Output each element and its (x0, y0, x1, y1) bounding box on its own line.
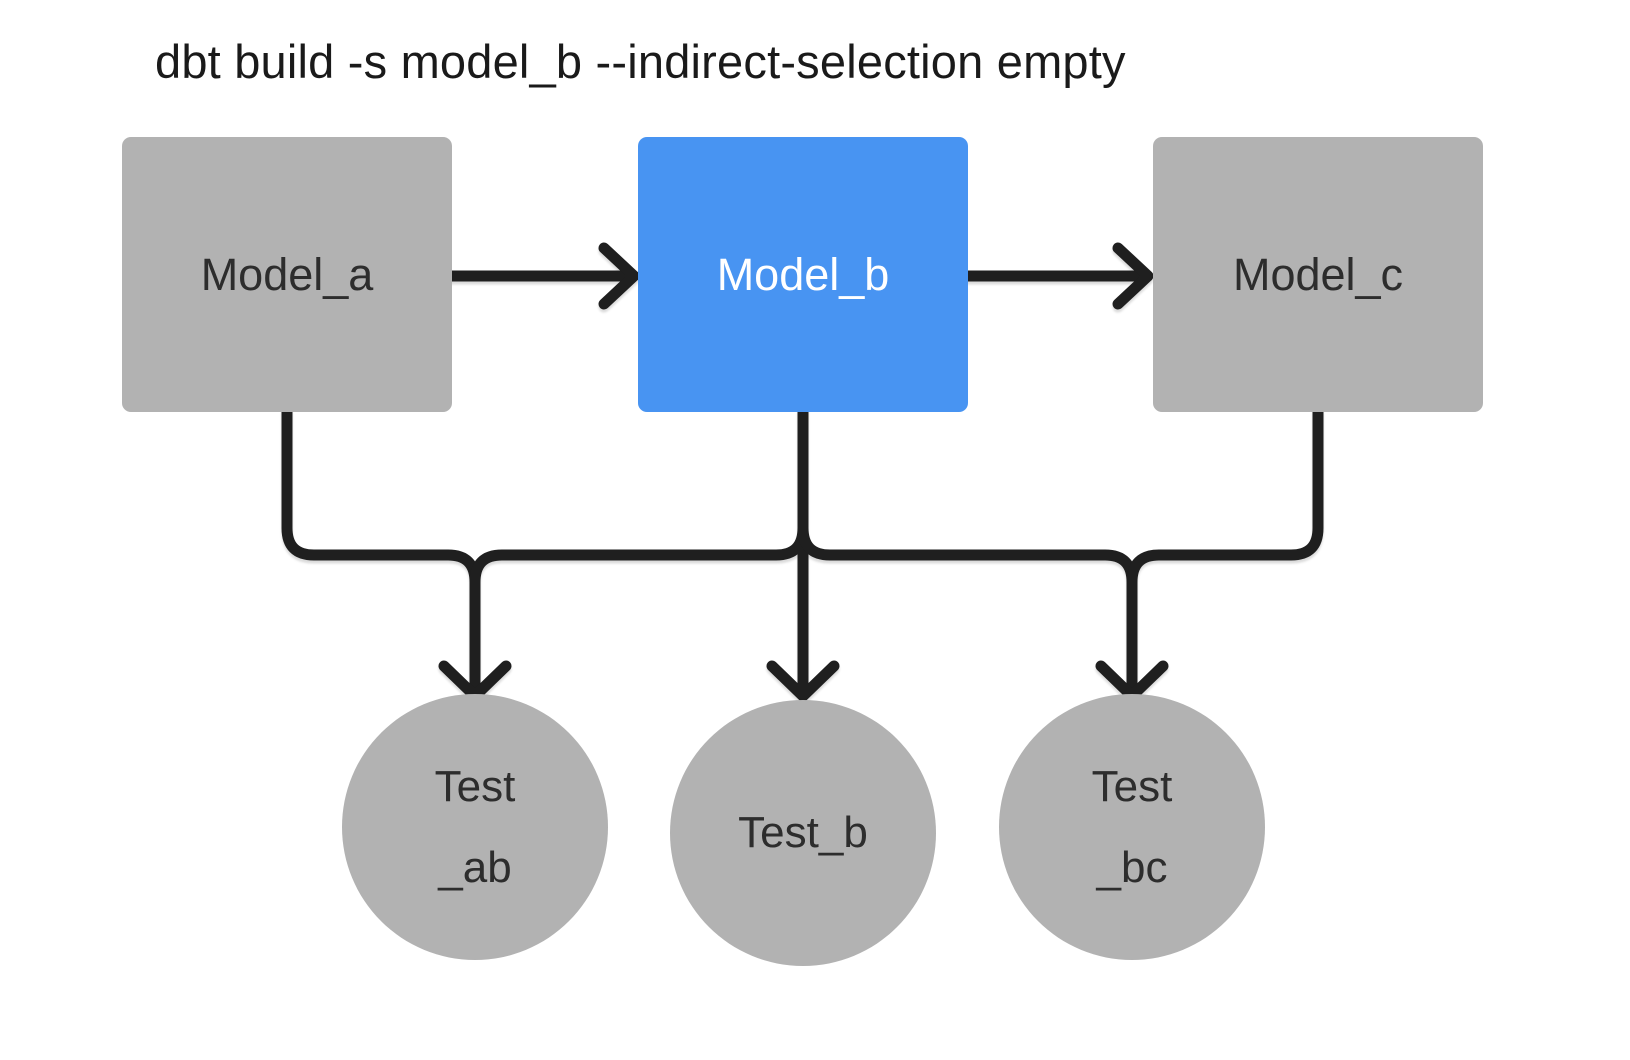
edge-model-b-to-test-bc (797, 406, 1138, 697)
node-test-bc: Test _bc (999, 694, 1265, 960)
node-test-bc-label-line2: _bc (1096, 843, 1168, 892)
node-model-c: Model_c (1153, 137, 1483, 412)
node-test-bc-label-line1: Test (1091, 761, 1173, 811)
node-test-ab: Test _ab (342, 694, 608, 960)
node-model-a-label: Model_a (200, 248, 374, 300)
arrowhead-model-b-icon (598, 242, 640, 310)
node-test-b: Test_b (670, 700, 936, 966)
arrowhead-test-b-icon (766, 660, 840, 702)
node-model-a: Model_a (122, 137, 452, 412)
node-model-b-label: Model_b (716, 248, 890, 300)
node-test-ab-label-line1: Test (434, 761, 516, 811)
command-title: dbt build -s model_b --indirect-selectio… (155, 35, 1126, 88)
node-test-b-label: Test_b (738, 808, 868, 858)
edge-model-a-to-test-ab (281, 406, 481, 697)
node-model-b-selected: Model_b (638, 137, 968, 412)
edge-model-b-to-test-ab (469, 406, 809, 697)
node-test-ab-label-line2: _ab (438, 843, 512, 892)
arrowhead-model-c-icon (1112, 242, 1154, 310)
edge-model-c-to-test-bc (1126, 406, 1324, 697)
node-model-c-label: Model_c (1232, 248, 1404, 300)
